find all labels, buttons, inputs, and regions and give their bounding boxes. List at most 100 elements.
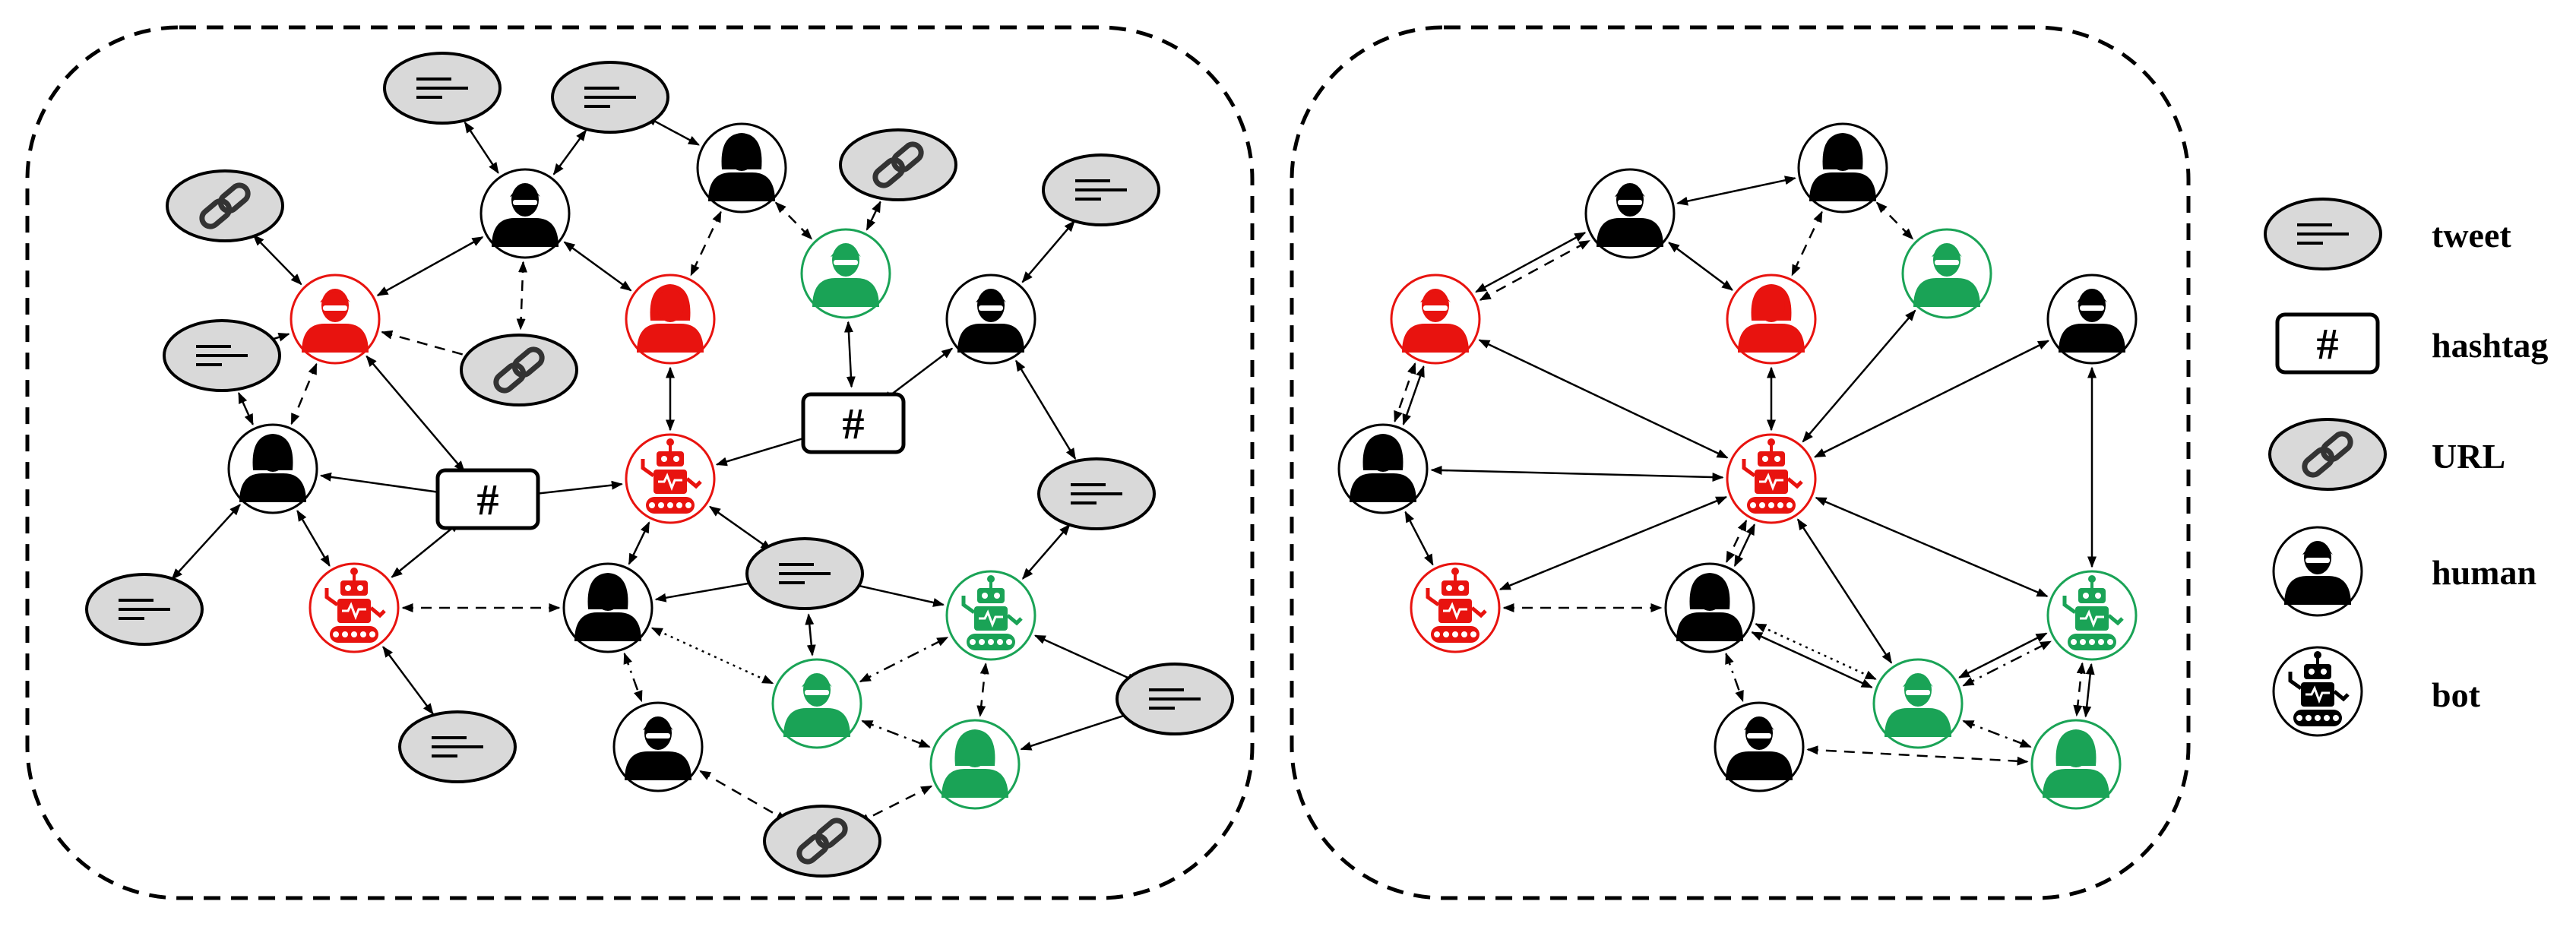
person-male-icon bbox=[1885, 673, 1951, 737]
url-node bbox=[460, 334, 578, 406]
edge-arrow bbox=[976, 663, 989, 717]
edge-arrow bbox=[843, 321, 856, 388]
legend-bot-label: bot bbox=[2432, 675, 2480, 714]
edge-arrow bbox=[1813, 340, 2050, 458]
robot-icon bbox=[2288, 651, 2350, 726]
edge-arrow bbox=[709, 505, 773, 551]
legend-hashtag-icon: # bbox=[2275, 312, 2380, 375]
edges-layer bbox=[171, 115, 2097, 824]
person-female-icon bbox=[708, 133, 775, 201]
hashtag-node: # bbox=[801, 392, 906, 454]
left-panel-border bbox=[25, 25, 1255, 900]
edge-arrow bbox=[563, 241, 632, 292]
human-node bbox=[800, 228, 891, 319]
edge-arrow bbox=[1796, 518, 1893, 664]
person-male-icon bbox=[1726, 716, 1793, 780]
edge-arrow bbox=[382, 646, 434, 715]
edge-arrow bbox=[690, 210, 722, 277]
tweet-lines-icon bbox=[196, 345, 248, 366]
legend-human-label: human bbox=[2432, 553, 2537, 592]
human-node bbox=[612, 701, 704, 792]
hash-icon: # bbox=[843, 399, 865, 448]
person-male-icon bbox=[783, 673, 850, 737]
edge-arrow bbox=[1725, 652, 1744, 703]
edge-arrow bbox=[2073, 662, 2086, 717]
edge-arrow bbox=[1755, 623, 1877, 680]
edge-arrow bbox=[1498, 496, 1728, 590]
legend-hashtag-label: hashtag bbox=[2432, 326, 2549, 365]
edge-arrow bbox=[376, 236, 484, 296]
edge-arrow bbox=[238, 391, 254, 425]
human-node bbox=[562, 562, 653, 653]
person-female-icon bbox=[637, 284, 704, 353]
person-female-icon bbox=[1809, 133, 1876, 201]
edge-arrow bbox=[857, 785, 933, 824]
human-node bbox=[227, 423, 318, 514]
legend-url-icon bbox=[2268, 418, 2387, 491]
tweet-node bbox=[551, 61, 669, 134]
bot-node bbox=[2046, 570, 2138, 661]
edge-arrow bbox=[1958, 632, 2048, 678]
edge-arrow bbox=[1962, 720, 2032, 748]
tweet-lines-icon bbox=[1075, 179, 1127, 201]
human-node bbox=[1872, 658, 1964, 749]
human-node bbox=[1797, 122, 1888, 213]
human-node bbox=[1390, 274, 1481, 365]
human-node bbox=[1584, 168, 1676, 259]
url-node bbox=[763, 805, 881, 878]
edge-arrow bbox=[650, 627, 774, 685]
edge-arrow bbox=[861, 720, 931, 748]
bot-node bbox=[945, 570, 1036, 661]
bot-node bbox=[625, 433, 716, 524]
tweet-node bbox=[398, 710, 517, 783]
person-female-icon bbox=[941, 729, 1008, 798]
tweet-node bbox=[1037, 457, 1156, 530]
legend-url-label: URL bbox=[2432, 437, 2506, 476]
chain-link-icon bbox=[872, 141, 924, 188]
edge-arrow bbox=[859, 636, 949, 683]
tweet-node bbox=[1116, 663, 1234, 735]
human-node bbox=[290, 274, 381, 365]
human-node bbox=[929, 719, 1021, 810]
human-node bbox=[2030, 719, 2122, 810]
person-male-icon bbox=[492, 183, 559, 247]
human-node bbox=[2046, 274, 2138, 365]
tweet-lines-icon bbox=[2297, 223, 2349, 245]
human-node bbox=[771, 658, 862, 749]
edge-arrow bbox=[645, 115, 700, 146]
bot-node bbox=[1410, 562, 1501, 653]
edge-arrow bbox=[1015, 359, 1077, 460]
person-male-icon bbox=[812, 243, 879, 307]
edge-arrow bbox=[2082, 663, 2095, 718]
edge-arrow bbox=[1806, 745, 2029, 766]
edge-arrow bbox=[1478, 339, 1729, 459]
edge-arrow bbox=[1394, 362, 1416, 423]
edge-arrow bbox=[699, 770, 788, 822]
edge-arrow bbox=[843, 580, 945, 607]
edge-arrow bbox=[1404, 511, 1434, 566]
robot-icon bbox=[961, 575, 1023, 650]
hashtag-node: # bbox=[435, 468, 540, 530]
edge-arrow bbox=[319, 472, 453, 498]
edge-arrow bbox=[1791, 210, 1823, 277]
edge-arrow bbox=[1021, 220, 1075, 283]
human-node bbox=[945, 274, 1036, 365]
human-node bbox=[696, 122, 787, 213]
person-male-icon bbox=[302, 289, 369, 353]
nodes-layer: ## bbox=[85, 52, 2138, 878]
tweet-lines-icon bbox=[779, 563, 831, 584]
robot-icon bbox=[2062, 575, 2124, 650]
robot-icon bbox=[1742, 438, 1803, 514]
edge-arrow bbox=[623, 652, 643, 703]
url-node bbox=[166, 169, 284, 242]
edge-arrow bbox=[1751, 631, 1873, 688]
tweet-node bbox=[745, 537, 864, 610]
person-female-icon bbox=[2043, 729, 2109, 798]
person-male-icon bbox=[1597, 183, 1663, 247]
legend-bot-icon bbox=[2272, 646, 2363, 737]
robot-icon bbox=[641, 438, 702, 514]
edge-arrow bbox=[1021, 523, 1071, 580]
edge-arrow bbox=[366, 355, 465, 473]
tweet-node bbox=[1042, 153, 1160, 226]
